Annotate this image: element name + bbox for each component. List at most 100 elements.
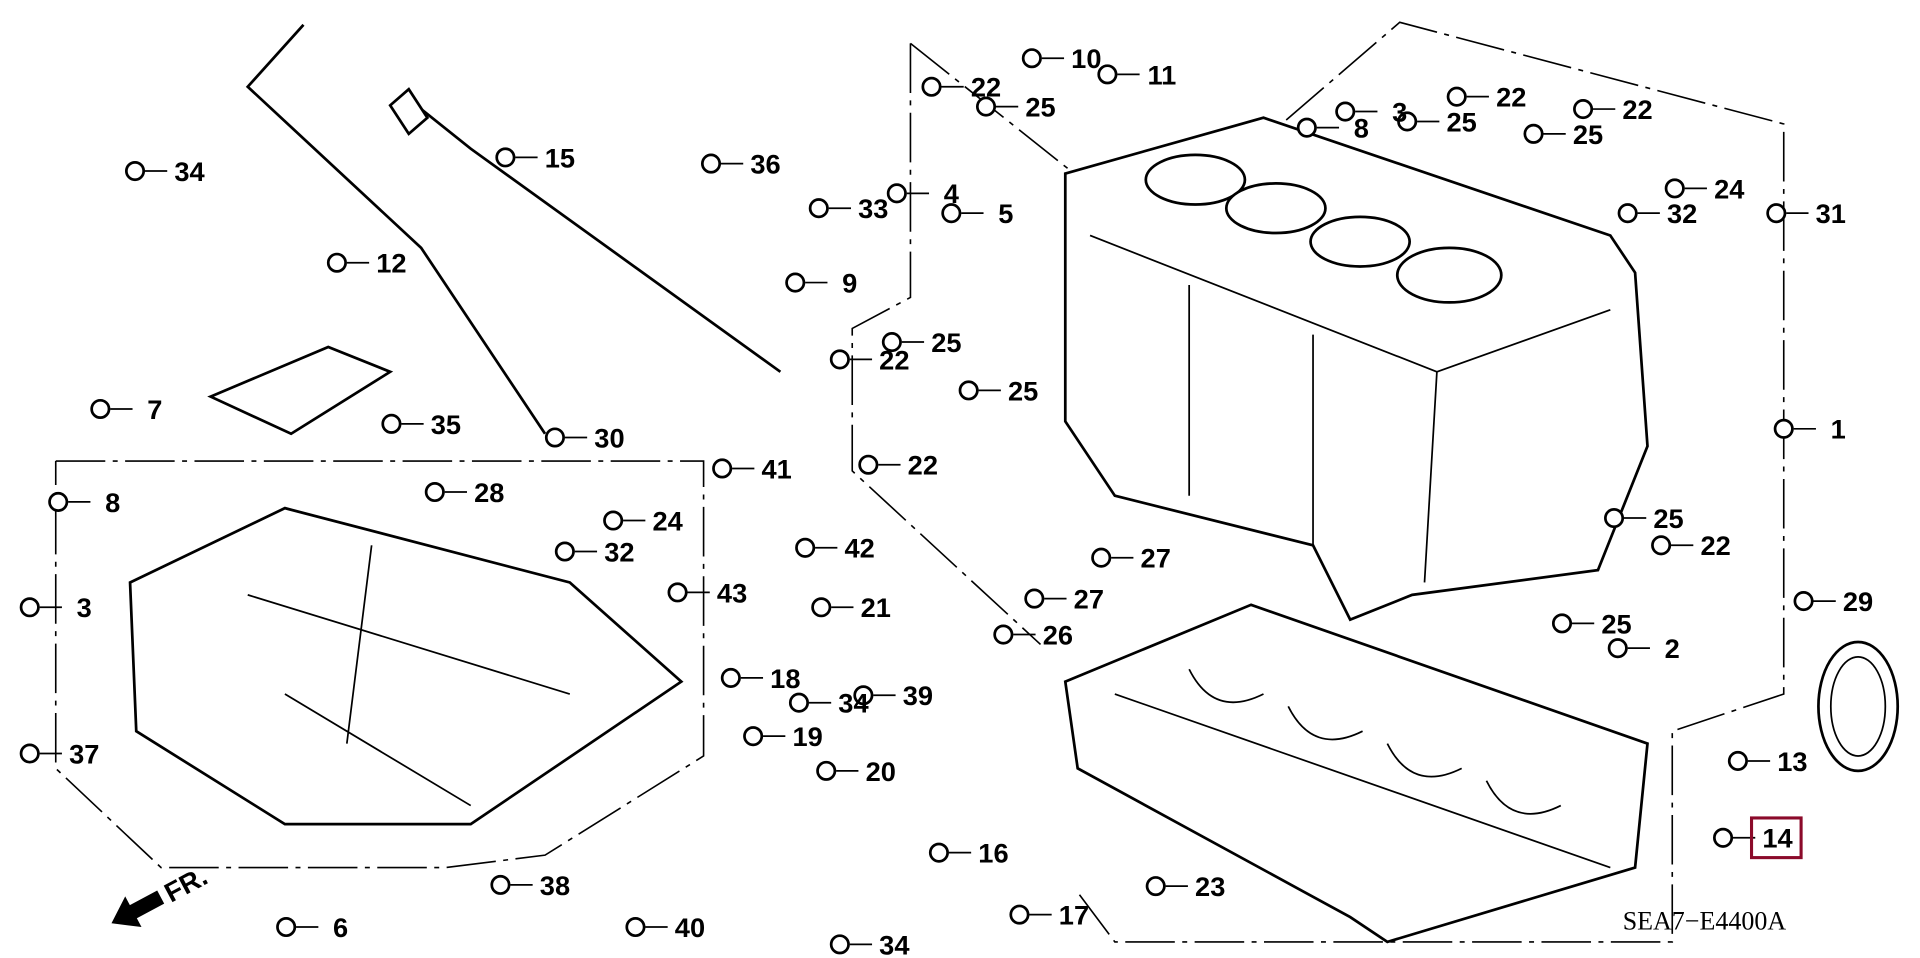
callout-22[interactable]: 22: [1496, 82, 1526, 113]
callout-22[interactable]: 22: [1700, 530, 1730, 561]
part-glyph: [1727, 750, 1748, 771]
part-glyph: [1664, 178, 1685, 199]
callout-1[interactable]: 1: [1831, 414, 1846, 445]
part-glyph: [829, 349, 850, 370]
callout-25[interactable]: 25: [1573, 119, 1603, 150]
callout-3[interactable]: 3: [1392, 96, 1407, 127]
callout-25[interactable]: 25: [1008, 375, 1038, 406]
callout-3[interactable]: 3: [77, 592, 92, 623]
part-glyph: [712, 458, 733, 479]
part-glyph: [886, 183, 907, 204]
callout-9[interactable]: 9: [842, 267, 857, 298]
part-glyph: [881, 332, 902, 353]
callout-22[interactable]: 22: [879, 344, 909, 375]
part-glyph: [48, 491, 69, 512]
callout-32[interactable]: 32: [604, 536, 634, 567]
callout-6[interactable]: 6: [333, 912, 348, 943]
callout-25[interactable]: 25: [1601, 608, 1631, 639]
callout-11[interactable]: 11: [1148, 59, 1177, 90]
callout-13[interactable]: 13: [1777, 746, 1807, 777]
callout-16[interactable]: 16: [978, 838, 1008, 869]
dipstick: [407, 98, 782, 373]
part-glyph: [554, 541, 575, 562]
callout-19[interactable]: 19: [792, 721, 822, 752]
callout-36[interactable]: 36: [750, 148, 780, 179]
callout-8[interactable]: 8: [1354, 113, 1369, 144]
callout-2[interactable]: 2: [1665, 633, 1680, 664]
callout-12[interactable]: 12: [376, 248, 406, 279]
highlight-box-14: [1749, 816, 1803, 860]
callout-32[interactable]: 32: [1667, 198, 1697, 229]
part-glyph: [124, 160, 146, 182]
part-glyph: [921, 76, 942, 97]
callout-20[interactable]: 20: [866, 756, 896, 787]
callout-23[interactable]: 23: [1195, 871, 1225, 902]
part-glyph: [19, 597, 40, 618]
fasteners: [19, 48, 1814, 955]
callout-29[interactable]: 29: [1843, 586, 1873, 617]
oil-pan: [128, 506, 684, 826]
part-glyph: [625, 916, 646, 938]
callout-14[interactable]: 14: [1762, 823, 1793, 854]
callout-28[interactable]: 28: [474, 477, 504, 508]
part-glyph: [1617, 203, 1638, 224]
callout-25[interactable]: 25: [1025, 91, 1055, 122]
part-glyph: [326, 252, 347, 273]
callout-7[interactable]: 7: [147, 394, 162, 425]
part-glyph: [808, 198, 829, 219]
callout-24[interactable]: 24: [1714, 173, 1745, 204]
callout-18[interactable]: 18: [770, 663, 800, 694]
callout-15[interactable]: 15: [545, 142, 575, 173]
part-glyph: [1573, 99, 1594, 120]
part-glyph: [1397, 111, 1418, 132]
callout-26[interactable]: 26: [1043, 619, 1073, 650]
callout-25[interactable]: 25: [1653, 503, 1683, 534]
callout-31[interactable]: 31: [1816, 198, 1846, 229]
callout-42[interactable]: 42: [845, 533, 875, 564]
callout-21[interactable]: 21: [861, 592, 891, 623]
callout-27[interactable]: 27: [1141, 543, 1171, 574]
callout-34[interactable]: 34: [174, 156, 205, 187]
callout-25[interactable]: 25: [931, 327, 961, 358]
part-glyph: [424, 481, 445, 503]
callout-22[interactable]: 22: [1622, 94, 1652, 125]
part-glyph: [495, 147, 516, 168]
part-glyph: [858, 454, 879, 475]
callout-17[interactable]: 17: [1059, 900, 1089, 931]
callout-38[interactable]: 38: [540, 870, 570, 901]
callout-27[interactable]: 27: [1074, 584, 1104, 615]
front-arrow-icon: FR.: [111, 860, 212, 927]
callout-22[interactable]: 22: [908, 450, 938, 481]
callout-25[interactable]: 25: [1447, 106, 1477, 137]
callout-5[interactable]: 5: [998, 198, 1013, 229]
callout-4[interactable]: 4: [944, 178, 960, 209]
diagram-code: SEA7−E4400A: [1623, 906, 1787, 935]
callout-34[interactable]: 34: [838, 688, 869, 719]
callout-30[interactable]: 30: [594, 422, 624, 453]
part-glyph: [667, 582, 688, 603]
callout-8[interactable]: 8: [105, 487, 120, 518]
callout-39[interactable]: 39: [903, 680, 933, 711]
part-glyph: [1766, 203, 1787, 224]
callout-35[interactable]: 35: [431, 409, 461, 440]
callout-34[interactable]: 34: [879, 929, 910, 958]
part-glyph: [1523, 123, 1544, 144]
callout-43[interactable]: 43: [717, 577, 747, 608]
callout-40[interactable]: 40: [675, 912, 705, 943]
callout-41[interactable]: 41: [762, 453, 792, 484]
callout-10[interactable]: 10: [1071, 43, 1101, 74]
part-glyph: [276, 916, 297, 938]
part-glyph: [90, 398, 111, 420]
part-glyph: [1097, 64, 1118, 85]
dipstick-tube: [245, 23, 547, 435]
callout-24[interactable]: 24: [653, 505, 684, 536]
callout-33[interactable]: 33: [858, 193, 888, 224]
callout-22[interactable]: 22: [971, 72, 1001, 103]
part-glyph: [811, 597, 832, 618]
part-glyph: [1604, 508, 1625, 529]
part-glyph: [1713, 827, 1734, 848]
callout-37[interactable]: 37: [69, 738, 99, 769]
